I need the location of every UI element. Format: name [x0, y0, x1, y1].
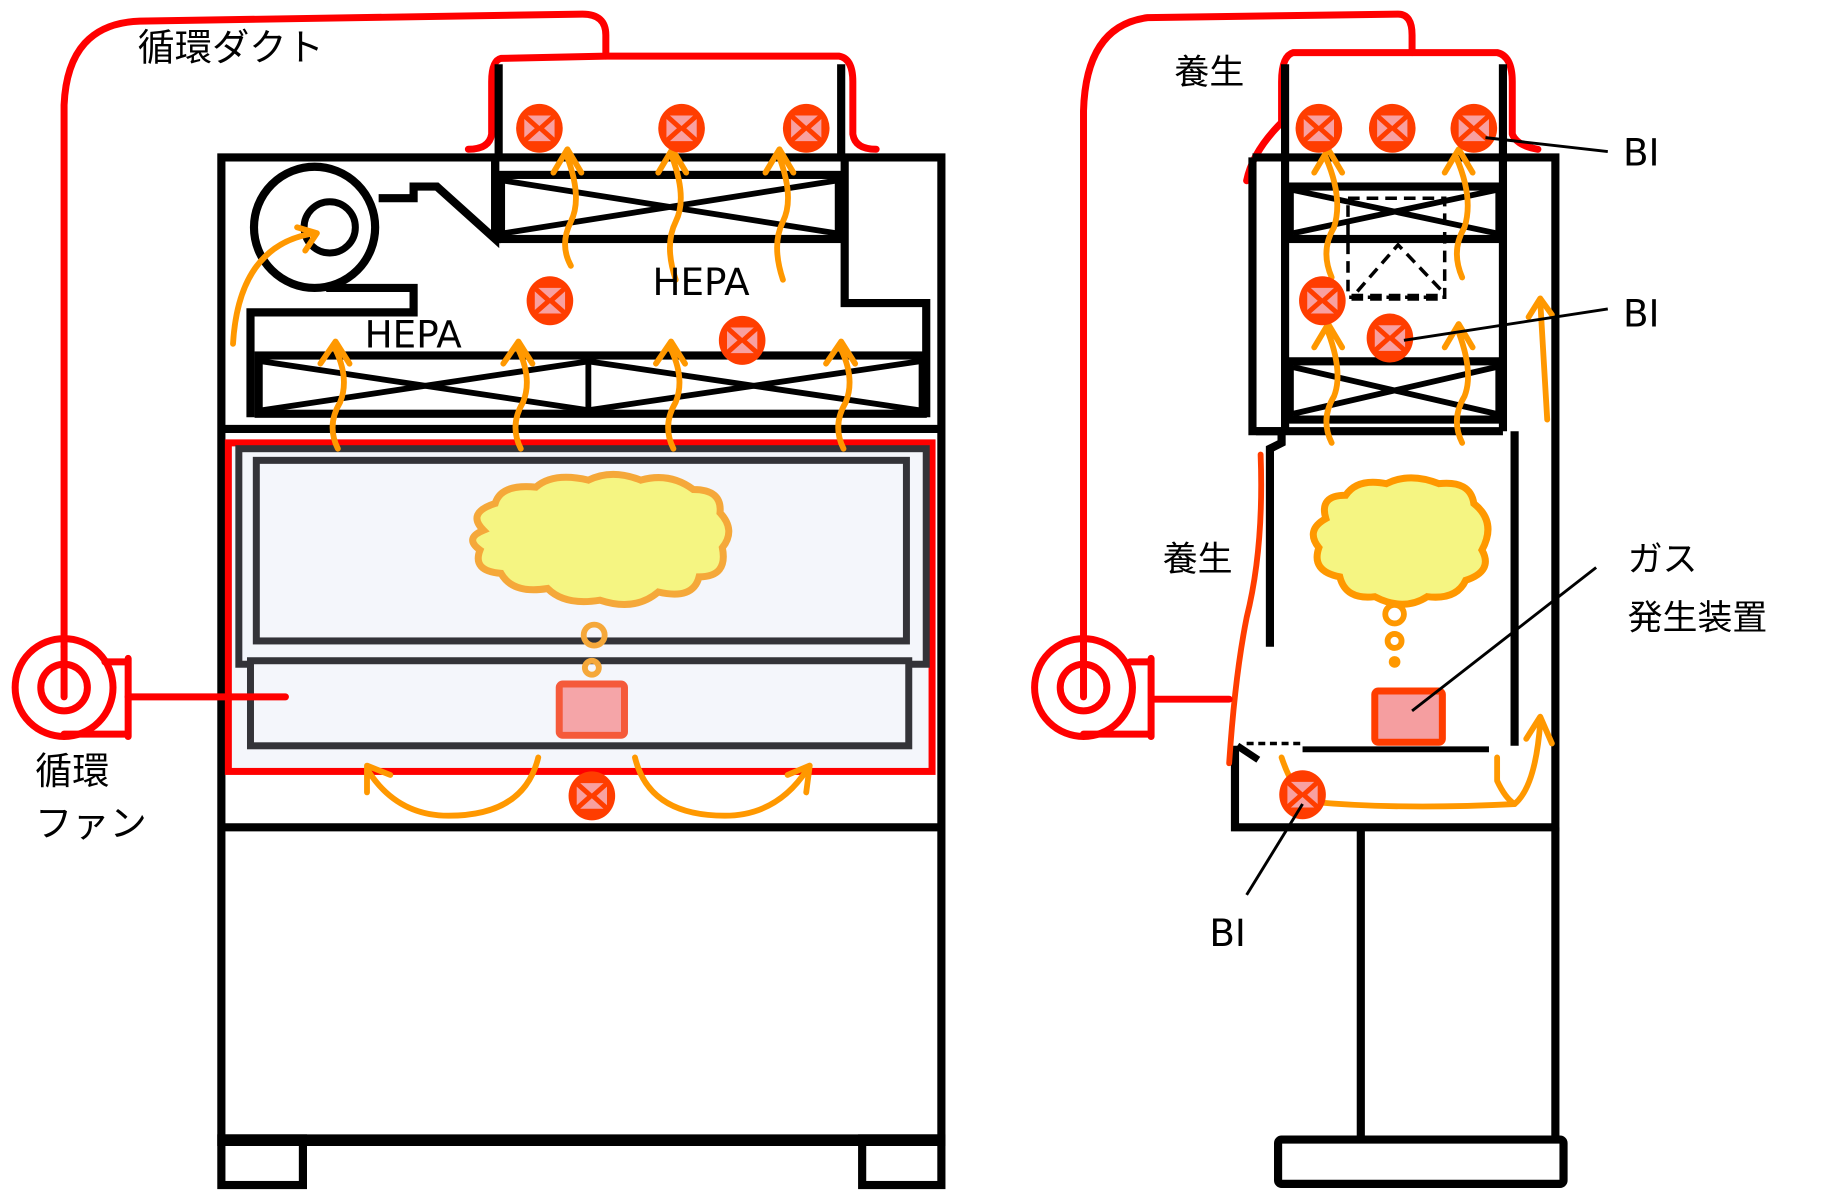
- plenum-outline: [246, 157, 931, 418]
- seal-label-front: 養生: [1163, 540, 1233, 580]
- fan-label-line1: 循環: [35, 749, 110, 793]
- blower-outer: [249, 162, 380, 292]
- bi-marker: [526, 276, 574, 326]
- bi-label-middle: BI: [1623, 291, 1660, 335]
- hepa-lower-x2: [261, 358, 589, 414]
- bi-marker: [516, 103, 563, 153]
- bi-marker: [1450, 103, 1498, 153]
- bi-marker: [1299, 276, 1346, 326]
- bi-marker: [782, 103, 830, 153]
- side-view: 養生 養生 BI BI BI ガス 発生装置: [1031, 10, 1768, 1188]
- circulation-duct: [60, 10, 610, 651]
- tray-edge: [1235, 742, 1261, 763]
- gas-generator-label-line2: 発生装置: [1628, 598, 1768, 638]
- stand-base: [1274, 1135, 1568, 1188]
- leader-bi-top: [1485, 136, 1608, 154]
- gas-bubble: [1382, 601, 1407, 627]
- gas-generator-front: [555, 680, 628, 739]
- bi-marker: [718, 315, 766, 365]
- bi-marker: [1366, 313, 1414, 363]
- gas-bubble: [581, 657, 602, 678]
- circulation-duct-side: [1080, 10, 1416, 657]
- airflow-arrows-side: [1278, 146, 1555, 810]
- gas-bubble: [580, 621, 608, 649]
- gas-cloud-side: [1309, 474, 1492, 608]
- circulation-fan-side: [1031, 635, 1155, 740]
- bi-marker: [658, 103, 705, 153]
- bi-marker: [1295, 103, 1343, 153]
- bi-label-bottom: BI: [1209, 911, 1246, 955]
- bi-label-top: BI: [1623, 131, 1660, 175]
- hepa-label-upper: HEPA: [652, 260, 750, 304]
- top-seal-front: [602, 52, 880, 153]
- front-leg-right: [858, 1134, 946, 1190]
- front-view: 循環ダクト 循環 ファン HEPA HEPA: [11, 10, 946, 1190]
- leader-gas-generator: [1411, 566, 1598, 712]
- duct-label: 循環ダクト: [137, 26, 323, 70]
- gas-generator-side: [1371, 687, 1446, 746]
- airflow-arrows-front: [230, 146, 859, 819]
- hepa-label-lower: HEPA: [365, 312, 463, 356]
- top-seal-side: [1408, 49, 1542, 153]
- hepa-upper-x2: [504, 177, 836, 237]
- dashed-filter-position: [1346, 196, 1447, 301]
- leader-bi-middle: [1403, 307, 1609, 342]
- circulation-fan: [11, 635, 132, 740]
- gas-generator-label-line1: ガス: [1628, 540, 1698, 580]
- gas-bubble: [1388, 656, 1401, 668]
- side-hepa-upper: [1285, 182, 1504, 244]
- gas-bubble: [1384, 631, 1405, 651]
- front-seal-line: [1226, 451, 1265, 767]
- gas-cloud: [469, 470, 733, 608]
- leader-bi-bottom: [1245, 803, 1304, 896]
- bi-marker: [1279, 770, 1326, 820]
- front-leg-left: [217, 1134, 307, 1190]
- bi-marker: [1368, 103, 1416, 153]
- seal-label-top: 養生: [1174, 53, 1244, 93]
- fan-label-line2: ファン: [35, 802, 147, 846]
- bi-marker: [568, 771, 616, 821]
- hepa-lower-x4: [587, 358, 920, 414]
